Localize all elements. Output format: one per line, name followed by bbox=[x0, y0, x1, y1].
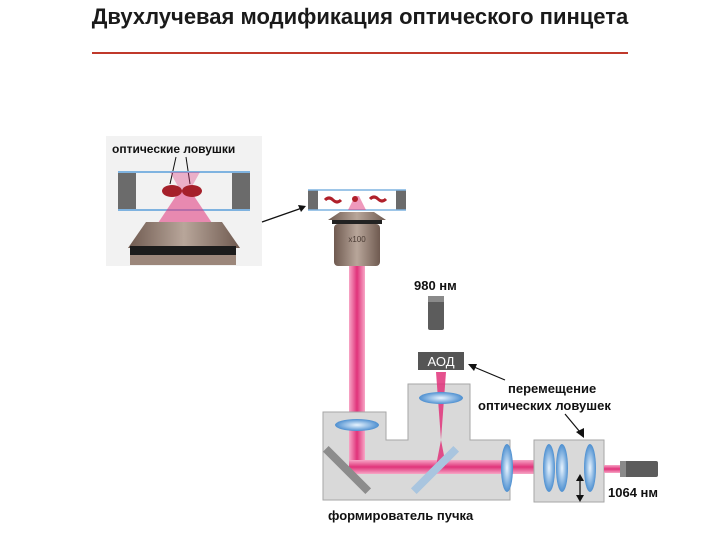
traps-label: оптические ловушки bbox=[112, 142, 235, 156]
telescope-lens-2 bbox=[556, 444, 568, 492]
traps-pointer-right bbox=[185, 156, 191, 185]
beam-shaper-label: формирователь пучка bbox=[328, 508, 474, 523]
sample-chamber bbox=[308, 189, 406, 211]
move-label-line2: оптических ловушек bbox=[478, 398, 611, 413]
laser-1064-cap bbox=[620, 461, 626, 477]
laser-980-label: 980 нм bbox=[414, 278, 457, 293]
objective-lens: x100 bbox=[328, 212, 386, 266]
telescope-pointer-head bbox=[576, 428, 584, 438]
adjust-arrow-down bbox=[576, 495, 584, 502]
inset-objective-base bbox=[130, 255, 236, 265]
mirror-dichroic bbox=[410, 445, 460, 495]
trapped-bead-left bbox=[162, 185, 182, 197]
mirror-left bbox=[322, 445, 372, 495]
beam-shaper-vertical-left bbox=[349, 422, 365, 466]
beam-1064-out bbox=[604, 465, 620, 473]
chamber-wall-right bbox=[232, 172, 250, 210]
aod-pointer-head bbox=[468, 364, 477, 371]
laser-980-cap bbox=[428, 296, 444, 302]
slide-title: Двухлучевая модификация оптического пинц… bbox=[91, 4, 629, 29]
beam-980-down bbox=[436, 372, 446, 440]
aod-box bbox=[418, 352, 464, 370]
inset-objective-top bbox=[128, 222, 240, 248]
svg-text:x100: x100 bbox=[348, 235, 366, 244]
title-underline bbox=[92, 52, 628, 54]
telescope-pointer bbox=[564, 413, 581, 433]
inset-optical-traps: оптические ловушки bbox=[106, 136, 262, 266]
telescope-lens-3 bbox=[584, 444, 596, 492]
laser-1064-label: 1064 нм bbox=[608, 485, 658, 500]
adjust-arrow-up bbox=[576, 474, 584, 481]
inset-objective-ring bbox=[130, 246, 236, 256]
traps-pointer-left bbox=[169, 156, 177, 185]
beam-to-objective bbox=[349, 266, 365, 422]
aod-label: АОД bbox=[427, 354, 454, 369]
lens-horizontal-1 bbox=[501, 444, 513, 492]
trapped-bead-right bbox=[182, 185, 202, 197]
laser-980-body bbox=[428, 296, 444, 330]
telescope-lens-1 bbox=[543, 444, 555, 492]
lens-upper-left bbox=[335, 419, 379, 431]
move-label-line1: перемещение bbox=[508, 381, 596, 396]
zoom-arrowhead bbox=[298, 205, 306, 212]
aod-pointer bbox=[473, 366, 506, 381]
lens-upper-right bbox=[419, 392, 463, 404]
laser-1064-body bbox=[620, 461, 658, 477]
zoom-arrow bbox=[261, 207, 303, 223]
chamber-wall-left bbox=[118, 172, 136, 210]
